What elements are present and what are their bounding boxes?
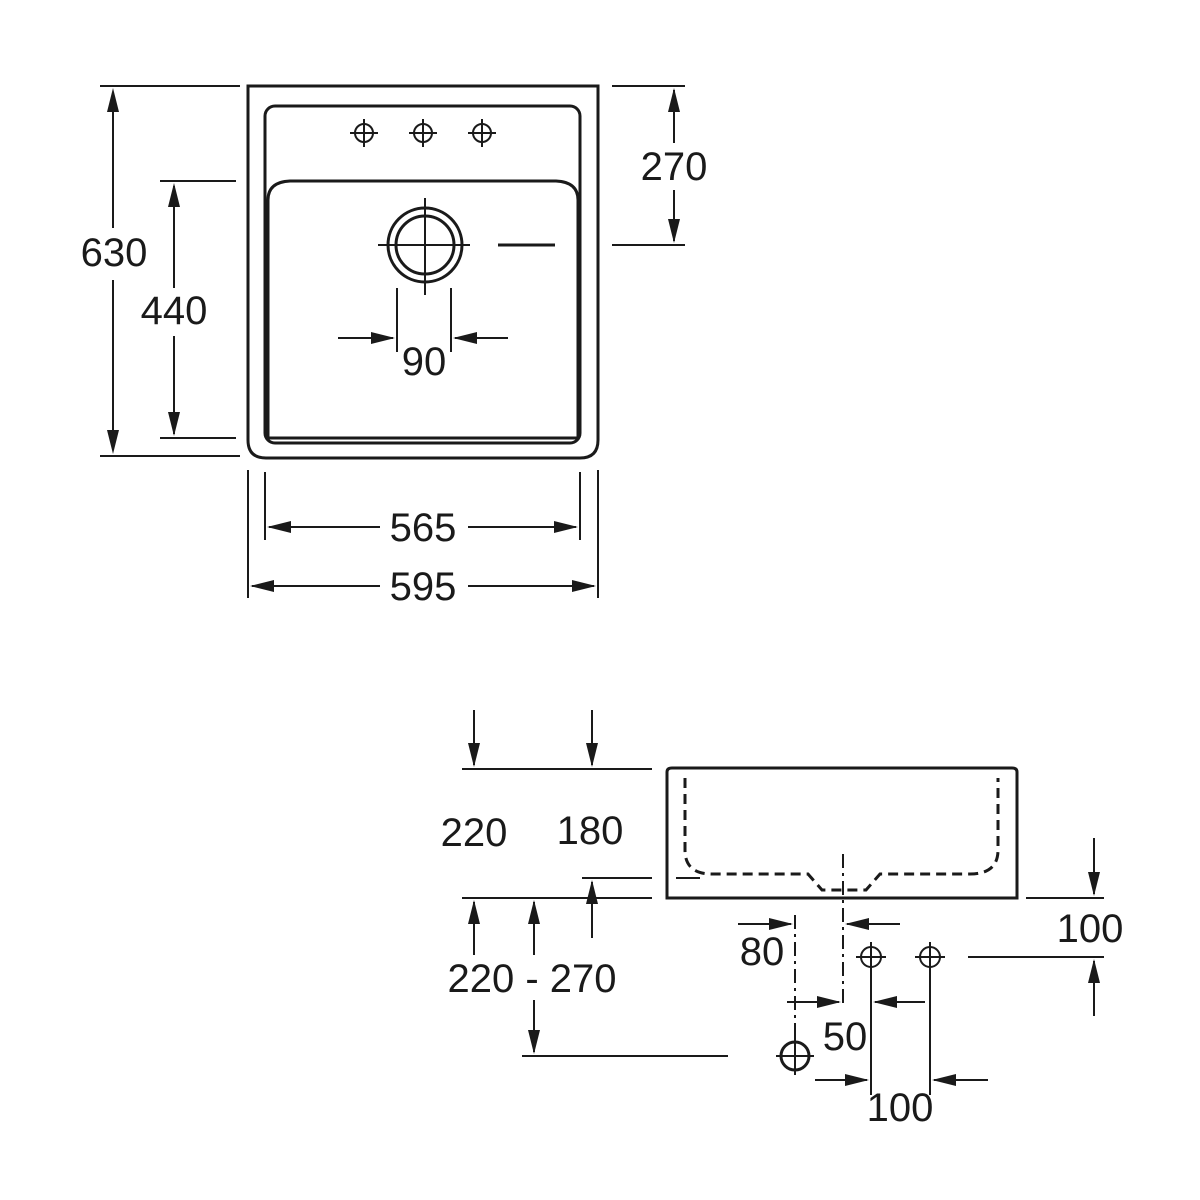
arrow-icon <box>107 88 119 112</box>
arrow-icon <box>932 1074 956 1086</box>
arrow-icon <box>668 219 680 243</box>
dim-drain-height: 100 <box>1057 907 1124 951</box>
dim-tap-to-drain: 270 <box>641 145 708 189</box>
dim-drain-diameter: 90 <box>402 340 447 384</box>
trap-outlet-icon <box>776 1037 814 1075</box>
arrow-icon <box>168 412 180 436</box>
arrow-icon <box>528 1030 540 1054</box>
sink-outer-outline <box>246 84 600 460</box>
sink-inner-rim <box>263 104 582 445</box>
arrow-icon <box>528 900 540 924</box>
side-view: 220 180 220 - 270 100 <box>441 710 1124 1130</box>
dim-overall-height: 220 <box>441 811 508 855</box>
arrow-icon <box>267 521 291 533</box>
arrow-icon <box>168 183 180 207</box>
tap-hole-icon <box>468 119 496 147</box>
arrow-icon <box>845 1074 869 1086</box>
arrow-icon <box>468 900 480 924</box>
dim-drain-offset: 80 <box>740 930 785 974</box>
dim-bowl-width: 565 <box>390 506 457 550</box>
arrow-icon <box>1088 872 1100 896</box>
drain-icon <box>378 198 470 295</box>
dim-bowl-depth: 440 <box>141 289 208 333</box>
dim-waste-spacing: 100 <box>867 1086 934 1130</box>
waste-fitting-icon <box>856 942 886 972</box>
tap-hole-icon <box>350 119 378 147</box>
arrow-icon <box>769 918 793 930</box>
arrow-icon <box>586 743 598 767</box>
sink-hidden-bowl <box>683 778 1000 892</box>
dim-waste-offset: 50 <box>823 1015 868 1059</box>
arrow-icon <box>817 996 841 1008</box>
arrow-icon <box>586 880 598 904</box>
arrow-icon <box>371 332 395 344</box>
arrow-icon <box>1088 959 1100 983</box>
arrow-icon <box>554 521 578 533</box>
sink-bowl-basin <box>266 179 580 440</box>
arrow-icon <box>250 580 274 592</box>
dim-overall-depth: 630 <box>81 231 148 275</box>
dim-bowl-height: 180 <box>557 809 624 853</box>
sink-side-outline <box>665 766 1019 900</box>
tap-hole-icon <box>409 119 437 147</box>
arrow-icon <box>107 430 119 454</box>
arrow-icon <box>668 88 680 112</box>
top-view: 630 440 270 90 565 <box>81 84 708 609</box>
arrow-icon <box>453 332 477 344</box>
arrow-icon <box>468 743 480 767</box>
dim-overall-width: 595 <box>390 565 457 609</box>
arrow-icon <box>873 996 897 1008</box>
waste-fitting-icon <box>915 942 945 972</box>
arrow-icon <box>845 918 869 930</box>
arrow-icon <box>572 580 596 592</box>
dim-install-range: 220 - 270 <box>447 957 616 1001</box>
